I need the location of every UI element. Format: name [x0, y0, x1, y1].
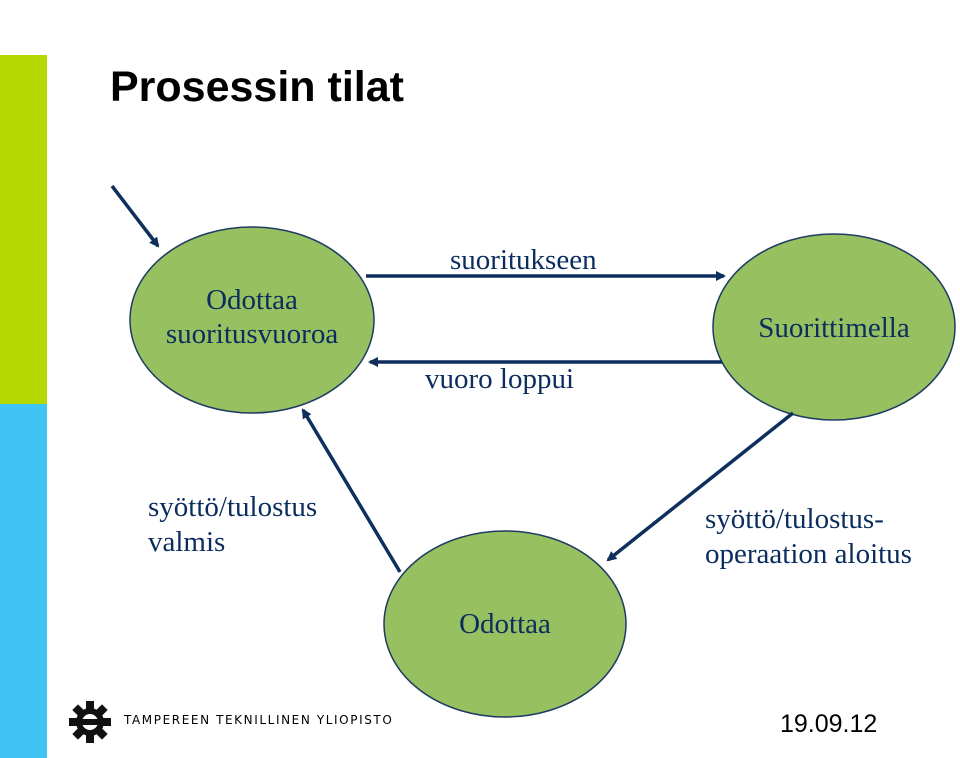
edge-label-suoritukseen: suoritukseen: [450, 244, 597, 276]
gear-logo-icon: [69, 701, 111, 743]
edge-label-io-done: syöttö/tulostus valmis: [148, 490, 317, 560]
node-label-waiting: Odottaa: [384, 608, 626, 642]
edge-label-io-start: syöttö/tulostus- operaation aloitus: [705, 502, 912, 572]
node-label-line: suoritusvuoroa: [165, 317, 339, 350]
edge-label-line: syöttö/tulostus: [148, 491, 318, 523]
node-waiting: [383, 530, 627, 718]
node-label-running: Suorittimella: [713, 312, 955, 346]
node-label-line: Odottaa: [206, 284, 298, 316]
edge-label-line: syöttö/tulostus-: [705, 503, 884, 535]
node-label-waiting-turn: Odottaa suoritusvuoroa: [130, 284, 374, 352]
edge-waiting-to-waiting-turn: [301, 408, 402, 573]
node-label-line: Suorittimella: [758, 312, 910, 344]
node-waiting-turn: [129, 226, 375, 414]
edge-start-to-waiting-turn: [110, 184, 160, 248]
university-name: TAMPEREEN TEKNILLINEN YLIOPISTO: [124, 713, 394, 727]
accent-bar-blue: [0, 404, 47, 758]
edge-running-to-waiting: [606, 411, 795, 562]
edge-label-vuoro-loppui: vuoro loppui: [425, 363, 575, 395]
edge-label-line: operaation aloitus: [705, 537, 912, 570]
accent-bar-green: [0, 55, 47, 407]
node-label-line: Odottaa: [459, 608, 551, 640]
slide-date: 19.09.12: [780, 710, 878, 738]
node-running: [712, 233, 956, 421]
edge-label-line: valmis: [148, 525, 226, 558]
slide-title: Prosessin tilat: [110, 63, 404, 111]
